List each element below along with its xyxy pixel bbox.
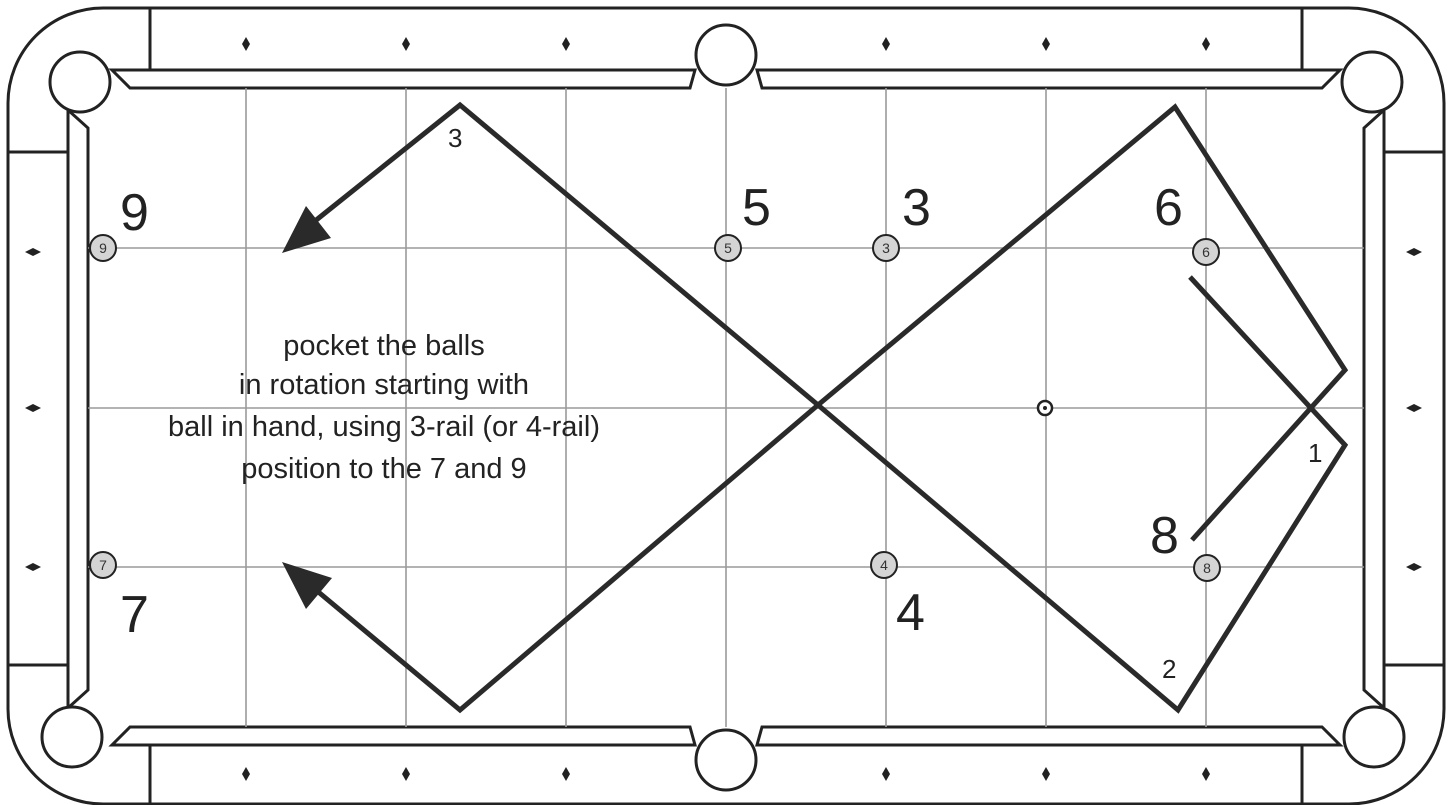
ball-label-9: 9 xyxy=(120,184,149,242)
cushion-bottom-left xyxy=(112,727,695,745)
svg-text:5: 5 xyxy=(724,240,732,256)
svg-text:6: 6 xyxy=(1202,244,1210,260)
svg-text:4: 4 xyxy=(880,557,888,573)
ball-8: 8 xyxy=(1194,555,1220,581)
pocket-bottom-left xyxy=(42,707,102,767)
ball-label-4: 4 xyxy=(896,584,925,642)
cushion-top-right xyxy=(757,70,1340,88)
cushion-left xyxy=(68,110,88,708)
svg-text:9: 9 xyxy=(99,240,107,256)
ball-4: 4 xyxy=(871,552,897,578)
instruction-line-4: position to the 7 and 9 xyxy=(241,453,526,485)
ball-label-8: 8 xyxy=(1150,507,1179,565)
pocket-top-left xyxy=(50,52,110,112)
svg-text:7: 7 xyxy=(99,557,107,573)
cushion-right xyxy=(1364,110,1384,708)
ball-3: 3 xyxy=(873,235,899,261)
ball-5: 5 xyxy=(715,235,741,261)
ball-9: 9 xyxy=(90,235,116,261)
cushion-bottom-right xyxy=(757,727,1340,745)
ball-label-6: 6 xyxy=(1154,179,1183,237)
rail-marker-1: 1 xyxy=(1308,438,1322,468)
pocket-bottom-side xyxy=(696,730,756,790)
ball-label-5: 5 xyxy=(742,179,771,237)
instruction-line-3: ball in hand, using 3-rail (or 4-rail) xyxy=(168,411,600,443)
pocket-top-side xyxy=(696,25,756,85)
pocket-top-right xyxy=(1342,52,1402,112)
svg-text:8: 8 xyxy=(1203,560,1211,576)
pocket-bottom-right xyxy=(1344,707,1404,767)
foot-spot xyxy=(1038,401,1052,415)
instruction-line-2: in rotation starting with xyxy=(239,369,529,401)
svg-text:3: 3 xyxy=(882,240,890,256)
ball-label-7: 7 xyxy=(120,586,149,644)
instruction-line-1: pocket the balls xyxy=(283,330,485,362)
ball-7: 7 xyxy=(90,552,116,578)
ball-label-3: 3 xyxy=(902,179,931,237)
ball-6: 6 xyxy=(1193,239,1219,265)
rail-marker-3: 3 xyxy=(448,123,462,153)
cushion-top-left xyxy=(112,70,695,88)
rail-marker-2: 2 xyxy=(1162,654,1176,684)
